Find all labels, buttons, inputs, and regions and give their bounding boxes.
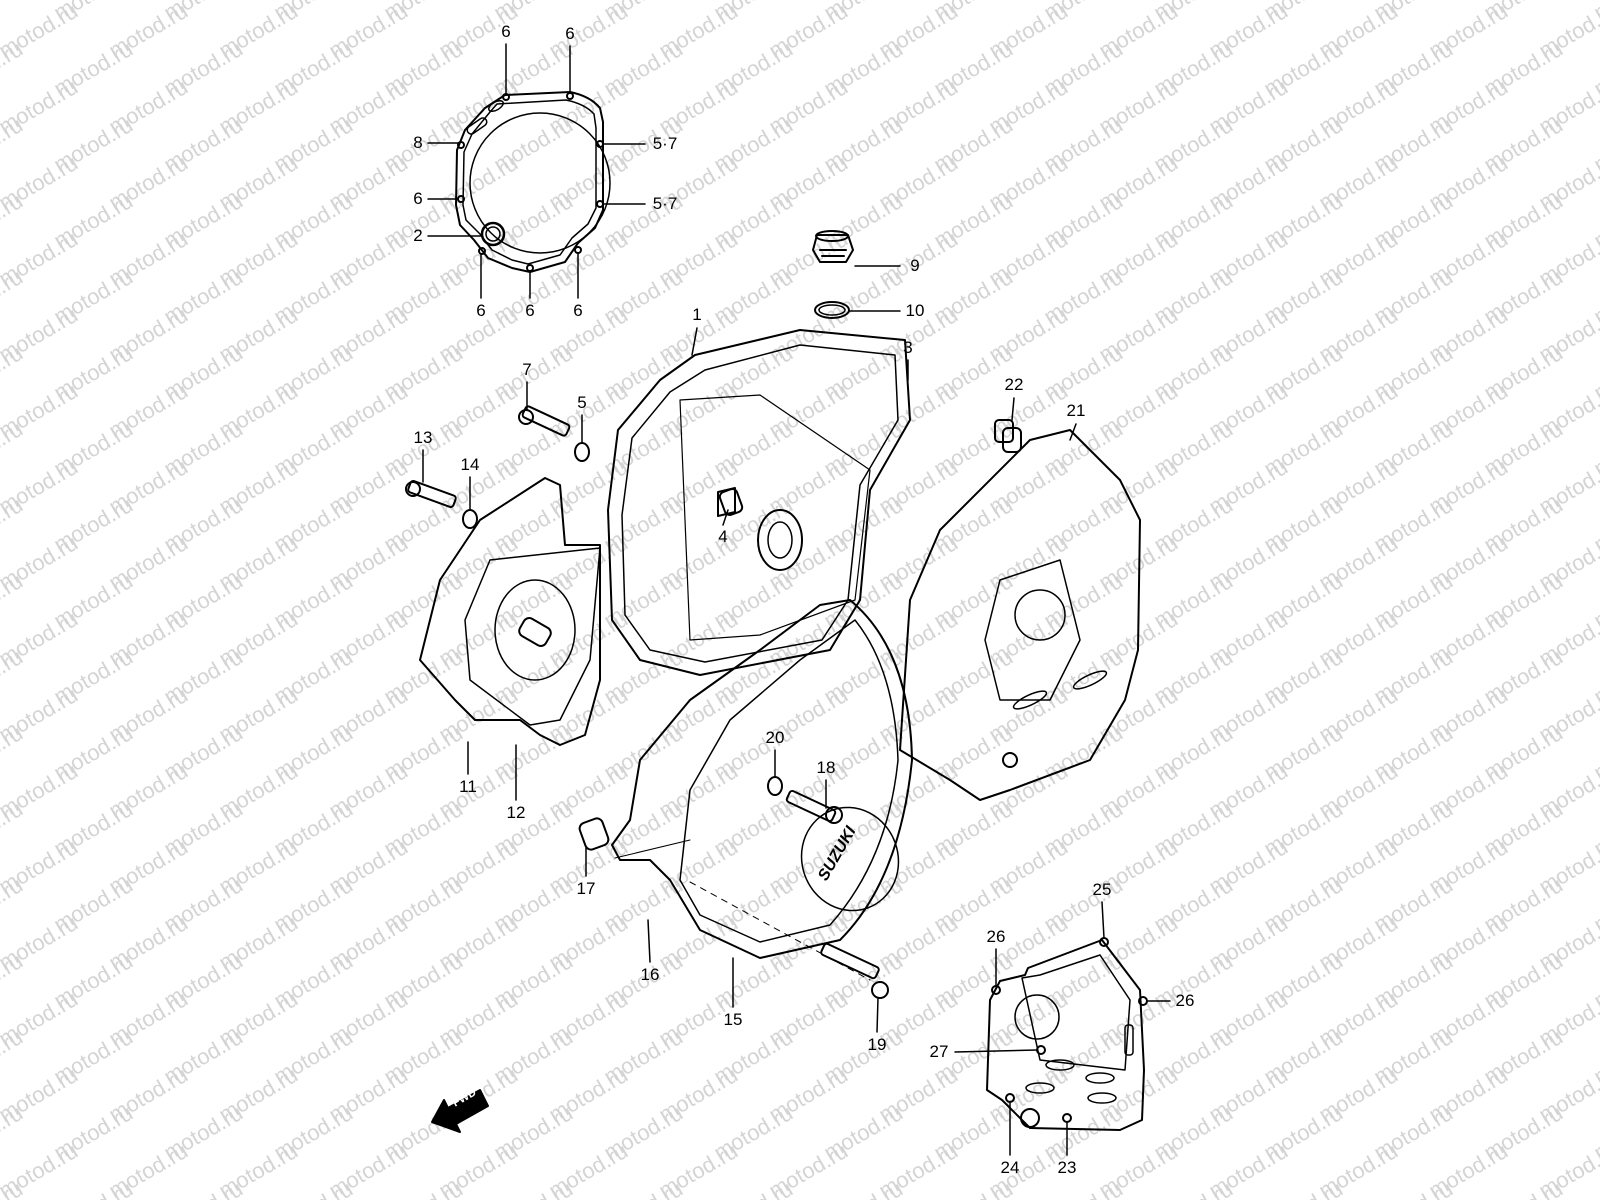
part-callout-label: 5·7 xyxy=(652,194,678,213)
part-callout-label: 9 xyxy=(910,256,920,275)
part-callout-label: 12 xyxy=(506,803,526,822)
part-callout-label: 21 xyxy=(1066,401,1086,420)
forward-direction-arrow-icon xyxy=(431,1089,489,1133)
part-callout-label: 5 xyxy=(577,393,587,412)
part-callout-label: 10 xyxy=(905,301,925,320)
part-callout-label: 23 xyxy=(1057,1158,1077,1177)
oil-filler-cap-part xyxy=(812,230,854,319)
part-callout-label: 16 xyxy=(640,965,660,984)
crankcase-side-cover-part xyxy=(899,419,1141,801)
sprocket-cover-part xyxy=(986,937,1148,1131)
part-callout-label: 5·7 xyxy=(652,134,678,153)
part-callout-label: 25 xyxy=(1092,880,1112,899)
part-callout-label: 27 xyxy=(929,1042,949,1061)
part-callout-label: 3 xyxy=(903,338,913,357)
part-callout-label: 18 xyxy=(816,758,836,777)
part-callout-label: 11 xyxy=(459,777,477,796)
part-callout-label: 24 xyxy=(1000,1158,1020,1177)
bolts-washers-group xyxy=(405,405,1022,999)
part-callout-label: 6 xyxy=(413,189,423,208)
part-callout-label: 6 xyxy=(573,301,583,320)
part-callout-label: 1 xyxy=(692,305,702,324)
part-callout-label: 26 xyxy=(1175,991,1195,1010)
part-callout-label: 19 xyxy=(867,1035,887,1054)
part-callout-label: 6 xyxy=(501,22,511,41)
generator-cover-part xyxy=(611,599,913,981)
leader-lines xyxy=(422,43,1171,1156)
clutch-cover-part xyxy=(607,329,911,676)
part-callout-label: 14 xyxy=(460,455,480,474)
part-callout-label: 22 xyxy=(1004,375,1024,394)
part-callout-label: 8 xyxy=(413,133,423,152)
part-callout-label: 17 xyxy=(576,879,596,898)
part-callout-label: 20 xyxy=(765,728,785,747)
part-callout-label: 6 xyxy=(565,24,575,43)
part-callout-label: 13 xyxy=(413,428,433,447)
water-pump-cover-part xyxy=(419,477,601,746)
part-callout-label: 2 xyxy=(413,226,423,245)
part-callout-label: 6 xyxy=(525,301,535,320)
part-callout-label: 6 xyxy=(476,301,486,320)
part-callout-label: 26 xyxy=(986,927,1006,946)
part-callout-label: 15 xyxy=(723,1010,743,1029)
part-callout-label: 7 xyxy=(522,360,532,379)
clutch-cover-gasket-part xyxy=(455,91,611,273)
part-callout-label: 4 xyxy=(718,527,728,546)
